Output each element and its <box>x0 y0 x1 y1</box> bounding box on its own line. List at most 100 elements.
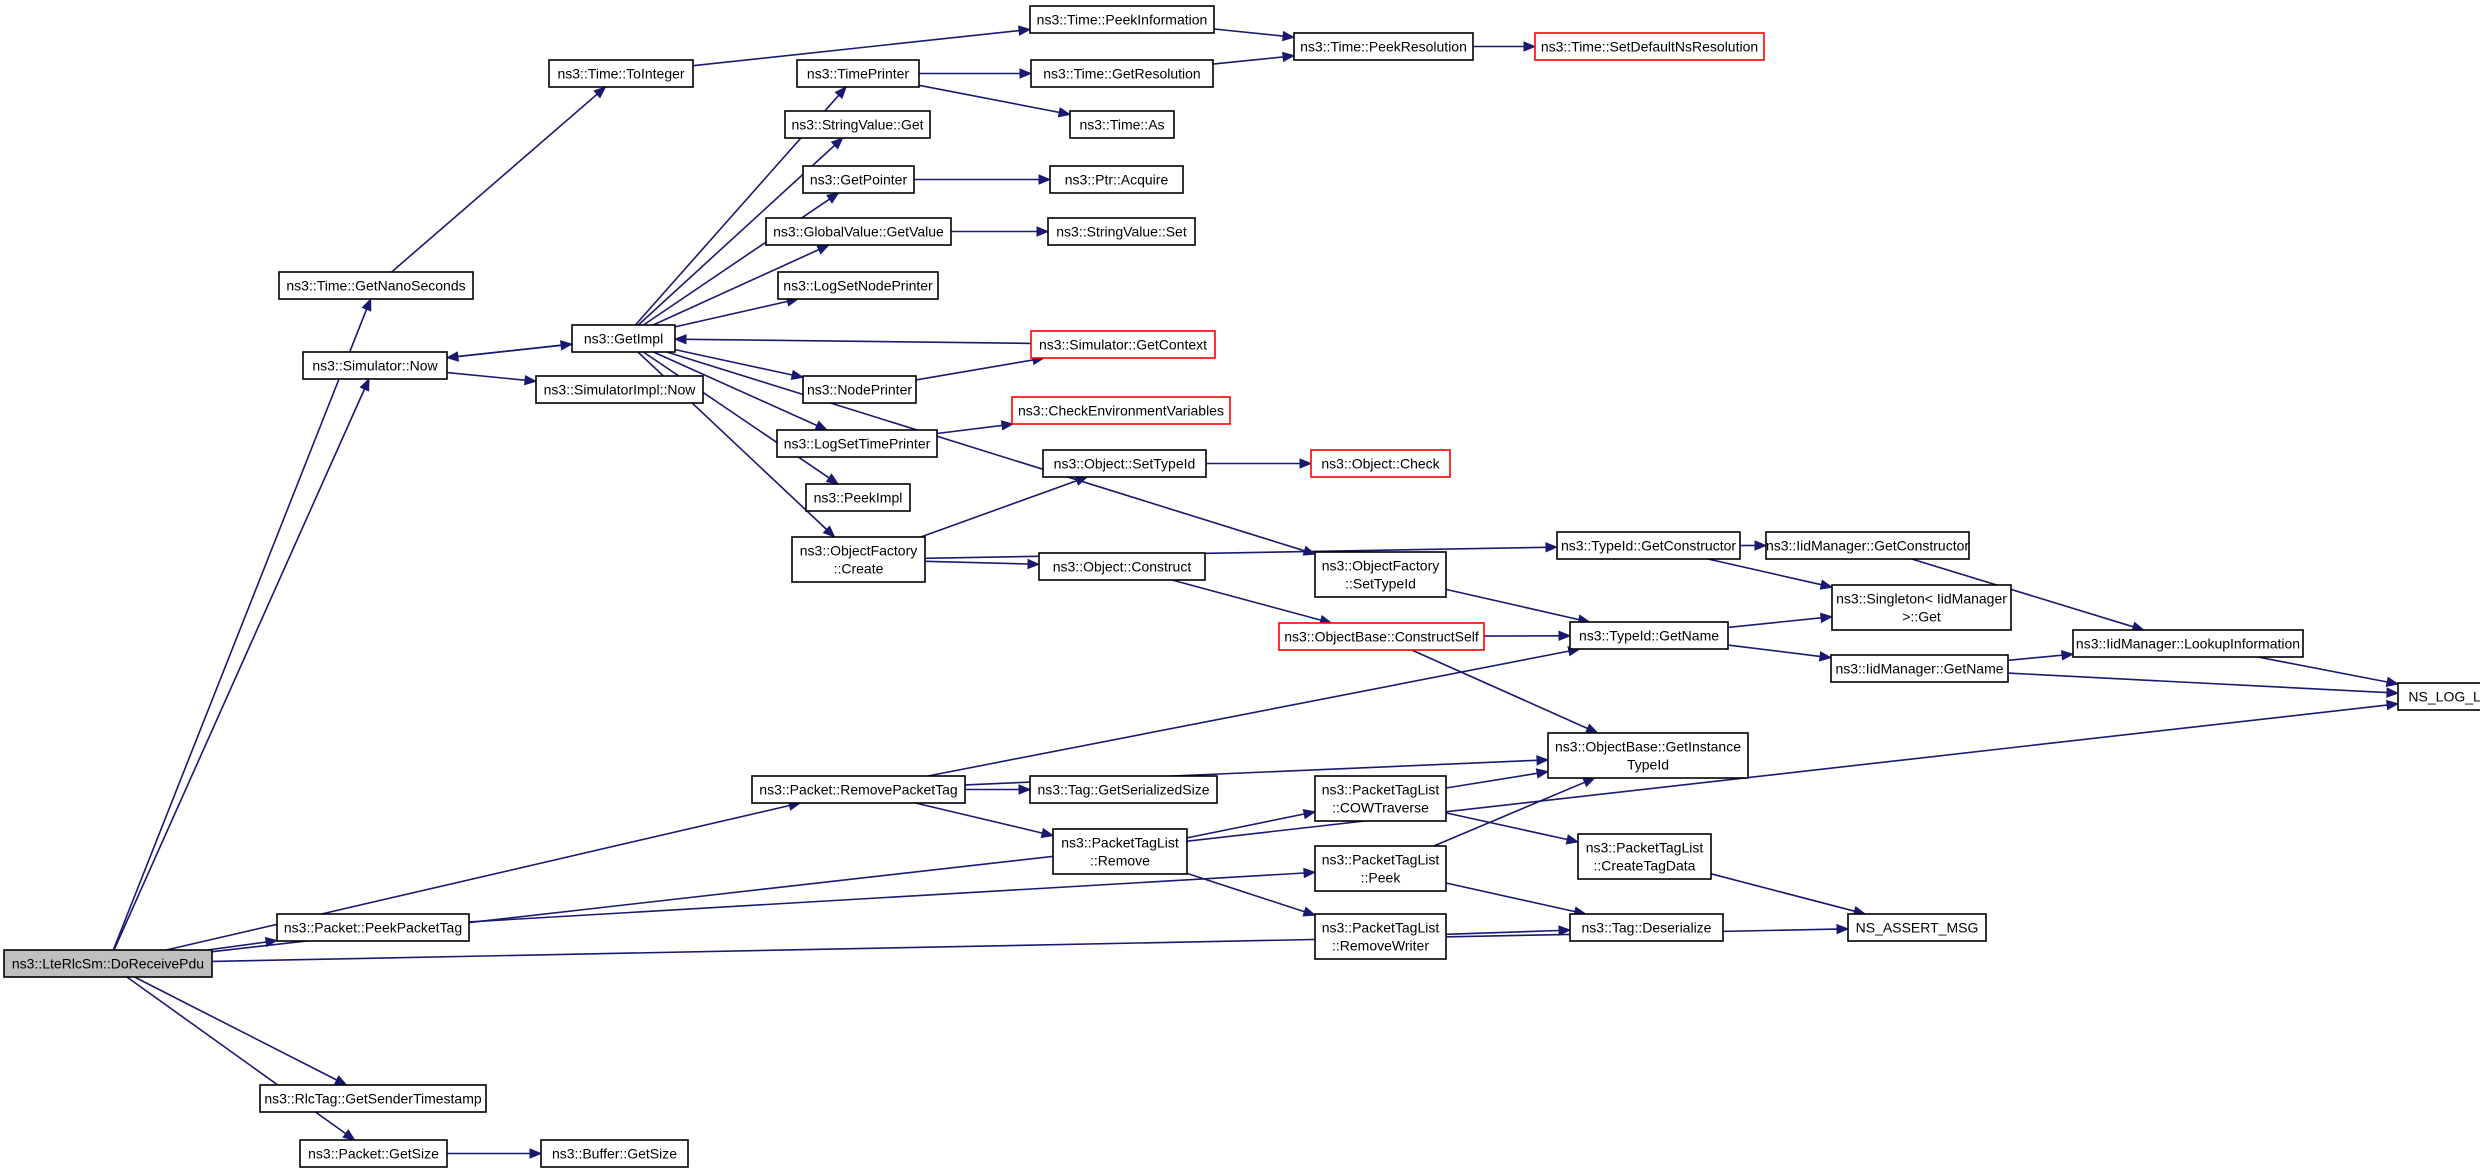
node-ptl-cow[interactable]: ns3::PacketTagList::COWTraverse <box>1314 775 1447 822</box>
edge-arrowhead-sim_ctx-to-getimpl <box>673 334 687 345</box>
node-label: ns3::NodePrinter <box>807 382 912 398</box>
node-peekres[interactable]: ns3::Time::PeekResolution <box>1293 32 1474 61</box>
node-logtimeprinter[interactable]: ns3::LogSetTimePrinter <box>776 429 938 458</box>
node-of-settid[interactable]: ns3::ObjectFactory::SetTypeId <box>1314 551 1447 598</box>
node-rlctag[interactable]: ns3::RlcTag::GetSenderTimestamp <box>259 1084 487 1113</box>
node-buf-size[interactable]: ns3::Buffer::GetSize <box>540 1139 689 1168</box>
edge-getimpl-to-gv_getvalue <box>652 248 820 326</box>
edge-getimpl-to-simnow <box>457 343 573 358</box>
node-peekinfo[interactable]: ns3::Time::PeekInformation <box>1029 5 1215 34</box>
edge-ptl_create-to-assert_msg <box>1710 873 1855 912</box>
edge-of_create-to-tid_getctor <box>924 546 1547 560</box>
node-ptl-create[interactable]: ns3::PacketTagList::CreateTagData <box>1577 833 1712 880</box>
node-label: ::CreateTagData <box>1594 858 1696 874</box>
node-box <box>1011 396 1231 425</box>
node-sim-ctx[interactable]: ns3::Simulator::GetContext <box>1030 330 1216 359</box>
node-label: >::Get <box>1902 609 1941 625</box>
node-strval-set[interactable]: ns3::StringValue::Set <box>1047 217 1196 246</box>
edge-arrowhead-iid_getname-to-iid_lookup <box>2061 650 2075 661</box>
edge-getimpl-to-logtimeprinter <box>653 351 818 427</box>
edge-arrowhead-tointeger-to-peekinfo <box>1018 25 1032 36</box>
edge-arrowhead-tid_getname-to-iid_getname <box>1818 651 1833 662</box>
node-box <box>1029 775 1218 804</box>
node-gv-getvalue[interactable]: ns3::GlobalValue::GetValue <box>765 217 952 246</box>
node-box <box>796 59 920 88</box>
edge-of_settid-to-tid_getname <box>1445 588 1580 621</box>
edge-ptl_cow-to-ptl_create <box>1445 812 1568 841</box>
edge-arrowhead-peekinfo-to-peekres <box>1282 30 1296 42</box>
edge-getimpl-to-of_settid <box>666 351 1305 552</box>
node-getpointer[interactable]: ns3::GetPointer <box>802 165 915 194</box>
node-iid-getctor[interactable]: ns3::IidManager::GetConstructor <box>1765 531 1970 560</box>
node-tid-getctor[interactable]: ns3::TypeId::GetConstructor <box>1556 531 1741 560</box>
node-obj-construct[interactable]: ns3::Object::Construct <box>1038 552 1206 581</box>
node-iid-getname[interactable]: ns3::IidManager::GetName <box>1830 654 2009 683</box>
node-singleton[interactable]: ns3::Singleton< IidManager>::Get <box>1831 584 2012 631</box>
node-getnano[interactable]: ns3::Time::GetNanoSeconds <box>278 271 474 300</box>
edge-ptl_remove-to-ptl_cow <box>1186 813 1305 839</box>
node-ptr-acquire[interactable]: ns3::Ptr::Acquire <box>1049 165 1184 194</box>
edge-getimpl-to-strval_get <box>637 144 836 326</box>
node-box <box>535 375 704 404</box>
node-pkt-peek[interactable]: ns3::Packet::PeekPacketTag <box>276 913 470 942</box>
node-box <box>1556 531 1741 560</box>
edge-arrowhead-ob_cself-to-ob_getinst <box>1584 723 1599 734</box>
node-ptl-remove[interactable]: ns3::PacketTagList::Remove <box>1052 828 1188 875</box>
node-nodeprinter[interactable]: ns3::NodePrinter <box>802 375 917 404</box>
node-tag-sersize[interactable]: ns3::Tag::GetSerializedSize <box>1029 775 1218 804</box>
node-iid-lookup[interactable]: ns3::IidManager::LookupInformation <box>2072 629 2304 658</box>
node-label: ns3::GlobalValue::GetValue <box>773 224 944 240</box>
node-checkenv[interactable]: ns3::CheckEnvironmentVariables <box>1011 396 1231 425</box>
node-tid-getname[interactable]: ns3::TypeId::GetName <box>1569 621 1729 650</box>
node-simimpl-now[interactable]: ns3::SimulatorImpl::Now <box>535 375 704 404</box>
node-tag-deser[interactable]: ns3::Tag::Deserialize <box>1569 913 1724 942</box>
edge-pkt_rmtag-to-ptl_remove <box>915 802 1043 834</box>
node-getres[interactable]: ns3::Time::GetResolution <box>1030 59 1214 88</box>
node-label: ns3::TypeId::GetName <box>1579 628 1719 644</box>
node-of-create[interactable]: ns3::ObjectFactory::Create <box>791 536 926 583</box>
node-pkt-size[interactable]: ns3::Packet::GetSize <box>299 1139 448 1168</box>
node-time-as[interactable]: ns3::Time::As <box>1069 110 1175 139</box>
node-assert-msg[interactable]: NS_ASSERT_MSG <box>1847 913 1987 942</box>
node-getimpl[interactable]: ns3::GetImpl <box>571 324 676 353</box>
edge-arrowhead-timeprinter-to-time_as <box>1057 107 1072 118</box>
node-box <box>802 375 917 404</box>
edge-arrowhead-peekres-to-setdefres <box>1523 41 1537 52</box>
node-label: ns3::Simulator::GetContext <box>1039 337 1207 353</box>
node-ptl-peek[interactable]: ns3::PacketTagList::Peek <box>1314 845 1447 892</box>
node-ptl-rmwriter[interactable]: ns3::PacketTagList::RemoveWriter <box>1314 913 1447 960</box>
edge-arrowhead-simnow-to-simimpl_now <box>524 375 538 386</box>
edge-root-to-pkt_peek <box>207 941 267 951</box>
node-obj-check[interactable]: ns3::Object::Check <box>1310 449 1451 478</box>
node-label: ns3::IidManager::LookupInformation <box>2076 636 2300 652</box>
node-lognodeprinter[interactable]: ns3::LogSetNodePrinter <box>777 271 939 300</box>
node-box <box>765 217 952 246</box>
node-ob-cself[interactable]: ns3::ObjectBase::ConstructSelf <box>1278 622 1485 651</box>
node-box <box>1038 552 1206 581</box>
node-strval-get[interactable]: ns3::StringValue::Get <box>784 110 931 139</box>
node-label: ns3::Packet::GetSize <box>308 1146 439 1162</box>
node-peekimpl[interactable]: ns3::PeekImpl <box>805 483 911 512</box>
node-tointeger[interactable]: ns3::Time::ToInteger <box>548 59 694 88</box>
node-label: ns3::Tag::Deserialize <box>1582 920 1712 936</box>
node-box <box>805 483 911 512</box>
node-timeprinter[interactable]: ns3::TimePrinter <box>796 59 920 88</box>
edge-tointeger-to-peekinfo <box>692 29 1020 67</box>
node-label: ::Peek <box>1361 870 1402 886</box>
node-setdefres[interactable]: ns3::Time::SetDefaultNsResolution <box>1534 32 1765 61</box>
node-label: ns3::Time::PeekInformation <box>1037 12 1208 28</box>
edge-ptl_cow-to-ob_getinst <box>1445 772 1538 789</box>
node-label: ns3::LogSetNodePrinter <box>783 278 933 294</box>
edge-arrowhead-root-to-ns_log_logic <box>2386 699 2400 711</box>
node-root[interactable]: ns3::LteRlcSm::DoReceivePdu <box>3 949 213 978</box>
node-box <box>751 775 966 804</box>
node-simnow[interactable]: ns3::Simulator::Now <box>302 351 448 380</box>
node-ns-log-logic[interactable]: NS_LOG_LOGIC <box>2397 682 2480 711</box>
node-pkt-rmtag[interactable]: ns3::Packet::RemovePacketTag <box>751 775 966 804</box>
node-label: ns3::IidManager::GetConstructor <box>1766 538 1969 554</box>
node-obj-settid[interactable]: ns3::Object::SetTypeId <box>1042 449 1207 478</box>
node-box <box>1577 833 1712 880</box>
edge-root-to-getnano <box>112 308 368 951</box>
edge-arrowhead-ptl_peek-to-ob_getinst <box>1582 777 1596 788</box>
